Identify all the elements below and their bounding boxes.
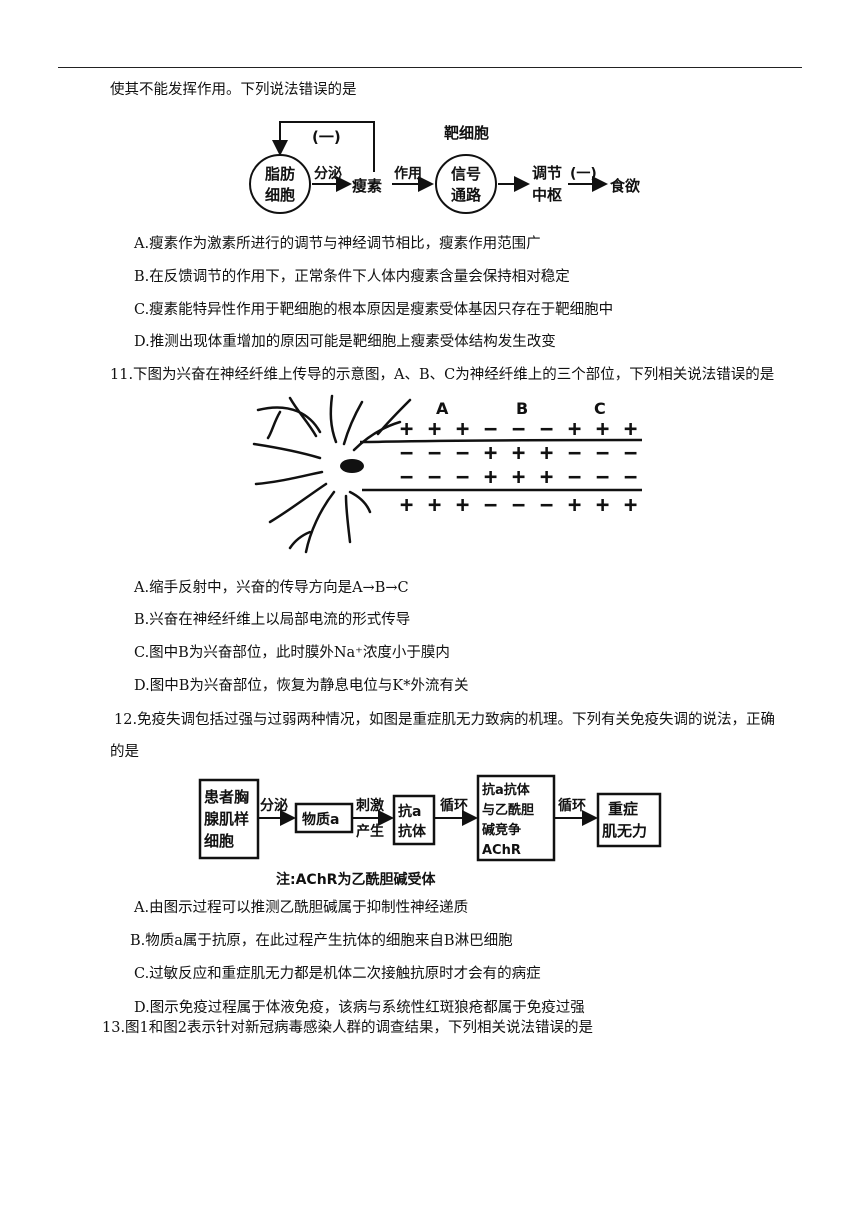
charge-sign: + [428, 417, 441, 442]
svg-text:抗a: 抗a [398, 803, 421, 820]
feedback-label: (一) [312, 128, 341, 146]
q10-stem: 使其不能发挥作用。下列说法错误的是 [110, 82, 357, 98]
charge-signs: +++−−−+++−−−+++−−−−−−+++−−−+++−−−+++ [400, 417, 637, 518]
charge-sign: + [428, 493, 441, 518]
q12-option-a: A.由图示过程可以推测乙酰胆碱属于抑制性神经递质 [134, 900, 469, 916]
charge-sign: + [540, 441, 553, 466]
q12-stem-line1: 12.免疫失调包括过强与过弱两种情况，如图是重症肌无力致病的机理。下列有关免疫失… [114, 712, 776, 728]
charge-sign: + [484, 465, 497, 490]
label-b: B [516, 399, 528, 418]
svg-text:物质a: 物质a [302, 811, 339, 828]
charge-sign: − [596, 465, 609, 490]
charge-sign: + [400, 493, 413, 518]
svg-text:抗a抗体: 抗a抗体 [482, 782, 531, 798]
header-rule [58, 67, 802, 68]
charge-sign: + [624, 493, 637, 518]
q11-option-d: D.图中B为兴奋部位，恢复为静息电位与K*外流有关 [134, 678, 469, 694]
svg-text:产生: 产生 [356, 823, 384, 840]
svg-text:重症: 重症 [608, 800, 638, 818]
charge-sign: − [484, 493, 497, 518]
myasthenia-mechanism-diagram: 患者胸 腺肌样 细胞 分泌 物质a 刺激 产生 抗a 抗体 循环 抗a抗体 与乙… [198, 774, 662, 888]
q10-option-b: B.在反馈调节的作用下，正常条件下人体内瘦素含量会保持相对稳定 [134, 269, 570, 285]
svg-text:抗体: 抗体 [398, 823, 427, 840]
svg-text:AChR: AChR [482, 843, 521, 858]
svg-text:患者胸: 患者胸 [204, 788, 249, 806]
diagram-note: 注:AChR为乙酰胆碱受体 [276, 871, 436, 888]
charge-sign: − [428, 465, 441, 490]
svg-text:细胞: 细胞 [265, 186, 295, 204]
q12-option-d: D.图示免疫过程属于体液免疫，该病与系统性红斑狼疮都属于免疫过强 [134, 1000, 585, 1016]
charge-sign: − [456, 465, 469, 490]
svg-text:细胞: 细胞 [204, 832, 234, 850]
svg-text:肌无力: 肌无力 [602, 822, 647, 840]
svg-text:腺肌样: 腺肌样 [204, 810, 249, 828]
charge-sign: − [624, 441, 637, 466]
label-c: C [594, 399, 606, 418]
leptin-regulation-diagram: (一) 靶细胞 脂肪 细胞 分泌 瘦素 作用 信号 通路 调节 中枢 (一) 食… [249, 121, 640, 214]
charge-sign: + [596, 417, 609, 442]
charge-sign: − [624, 465, 637, 490]
fat-cell-node [249, 154, 311, 214]
label-a: A [436, 399, 449, 418]
q10-option-d: D.推测出现体重增加的原因可能是靶细胞上瘦素受体结构发生改变 [134, 334, 556, 350]
svg-text:循环: 循环 [440, 797, 468, 814]
charge-sign: + [624, 417, 637, 442]
charge-sign: − [400, 465, 413, 490]
charge-sign: − [428, 441, 441, 466]
charge-sign: − [596, 441, 609, 466]
q10-option-c: C.瘦素能特异性作用于靶细胞的根本原因是瘦素受体基因只存在于靶细胞中 [134, 302, 614, 318]
charge-sign: − [540, 493, 553, 518]
nerve-fiber-diagram: A B C +++−−−+++−−−+++−−−−−−+++−−−+++−−−+… [252, 394, 643, 554]
charge-sign: + [568, 417, 581, 442]
q11-option-c: C.图中B为兴奋部位，此时膜外Na⁺浓度小于膜内 [134, 645, 450, 661]
q10-option-a: A.瘦素作为激素所进行的调节与神经调节相比，瘦素作用范围广 [134, 236, 541, 252]
charge-sign: − [512, 493, 525, 518]
svg-text:通路: 通路 [451, 186, 482, 204]
svg-text:信号: 信号 [451, 165, 481, 183]
svg-text:分泌: 分泌 [260, 797, 288, 814]
neuron-body [252, 394, 412, 554]
svg-text:调节: 调节 [532, 164, 562, 182]
target-cell-label: 靶细胞 [444, 124, 489, 142]
charge-sign: + [512, 441, 525, 466]
charge-sign: − [568, 465, 581, 490]
q13-stem: 13.图1和图2表示针对新冠病毒感染人群的调查结果，下列相关说法错误的是 [102, 1020, 594, 1036]
svg-text:碱竞争: 碱竞争 [482, 822, 521, 838]
charge-sign: − [512, 417, 525, 442]
svg-text:分泌: 分泌 [314, 165, 342, 182]
charge-sign: + [512, 465, 525, 490]
svg-text:与乙酰胆: 与乙酰胆 [482, 802, 534, 818]
charge-sign: + [540, 465, 553, 490]
q11-option-a: A.缩手反射中，兴奋的传导方向是A→B→C [134, 580, 409, 596]
q12-option-c: C.过敏反应和重症肌无力都是机体二次接触抗原时才会有的病症 [134, 966, 541, 982]
charge-sign: + [400, 417, 413, 442]
charge-sign: − [456, 441, 469, 466]
q11-stem: 11.下图为兴奋在神经纤维上传导的示意图，A、B、C为神经纤维上的三个部位，下列… [110, 367, 775, 383]
q12-option-b: B.物质a属于抗原，在此过程产生抗体的细胞来自B淋巴细胞 [130, 933, 513, 949]
box-myasthenia [596, 792, 662, 848]
charge-sign: + [568, 493, 581, 518]
leptin-label: 瘦素 [352, 177, 382, 195]
q11-option-b: B.兴奋在神经纤维上以局部电流的形式传导 [134, 612, 411, 628]
charge-sign: − [484, 417, 497, 442]
charge-sign: + [456, 493, 469, 518]
charge-sign: + [484, 441, 497, 466]
nucleus [340, 459, 364, 473]
charge-sign: − [400, 441, 413, 466]
charge-sign: − [540, 417, 553, 442]
q12-stem-line2: 的是 [110, 744, 139, 760]
charge-sign: + [456, 417, 469, 442]
box-antibody [392, 794, 436, 846]
svg-text:中枢: 中枢 [532, 186, 562, 204]
svg-text:刺激: 刺激 [356, 797, 384, 814]
svg-text:循环: 循环 [558, 797, 586, 814]
signal-pathway-node [435, 154, 497, 214]
charge-sign: − [568, 441, 581, 466]
svg-text:(一): (一) [570, 166, 597, 182]
svg-text:作用: 作用 [394, 165, 422, 182]
charge-sign: + [596, 493, 609, 518]
appetite-label: 食欲 [610, 177, 640, 195]
svg-text:脂肪: 脂肪 [265, 165, 295, 183]
